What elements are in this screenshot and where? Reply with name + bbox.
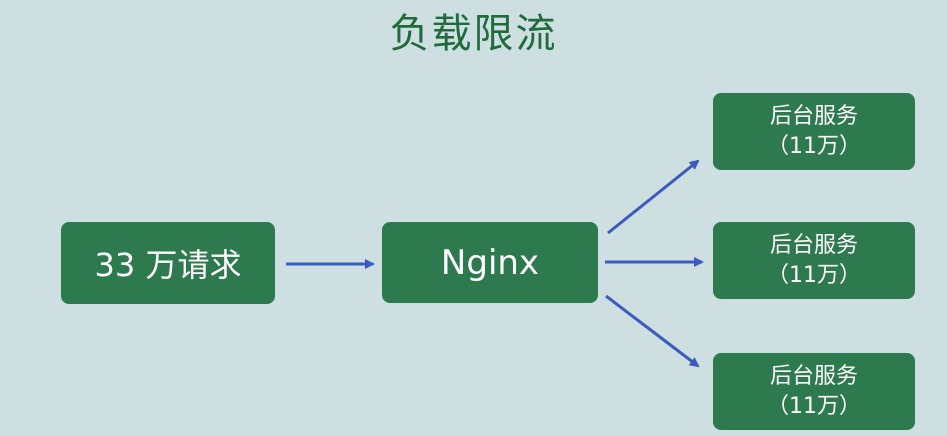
nginx-box: Nginx (382, 222, 598, 303)
arrow-nginx-to-backend-1 (607, 159, 700, 235)
page-title: 负载限流 (389, 11, 558, 57)
arrow-nginx-to-backend-3 (605, 294, 700, 368)
backend-service-capacity: （11万） (767, 262, 861, 288)
backend-service-capacity: （11万） (767, 393, 861, 419)
backend-service-box-1: 后台服务 （11万） (713, 93, 915, 170)
backend-service-capacity: （11万） (767, 133, 861, 159)
backend-service-name: 后台服务 (769, 103, 858, 129)
requests-label: 33 万请求 (94, 246, 242, 284)
backend-service-name: 后台服务 (769, 363, 858, 389)
backend-service-box-2: 后台服务 （11万） (713, 222, 915, 299)
backend-service-name: 后台服务 (769, 232, 858, 258)
nginx-label: Nginx (440, 242, 540, 283)
backend-service-box-3: 后台服务 （11万） (713, 353, 915, 430)
requests-box: 33 万请求 (61, 222, 275, 304)
